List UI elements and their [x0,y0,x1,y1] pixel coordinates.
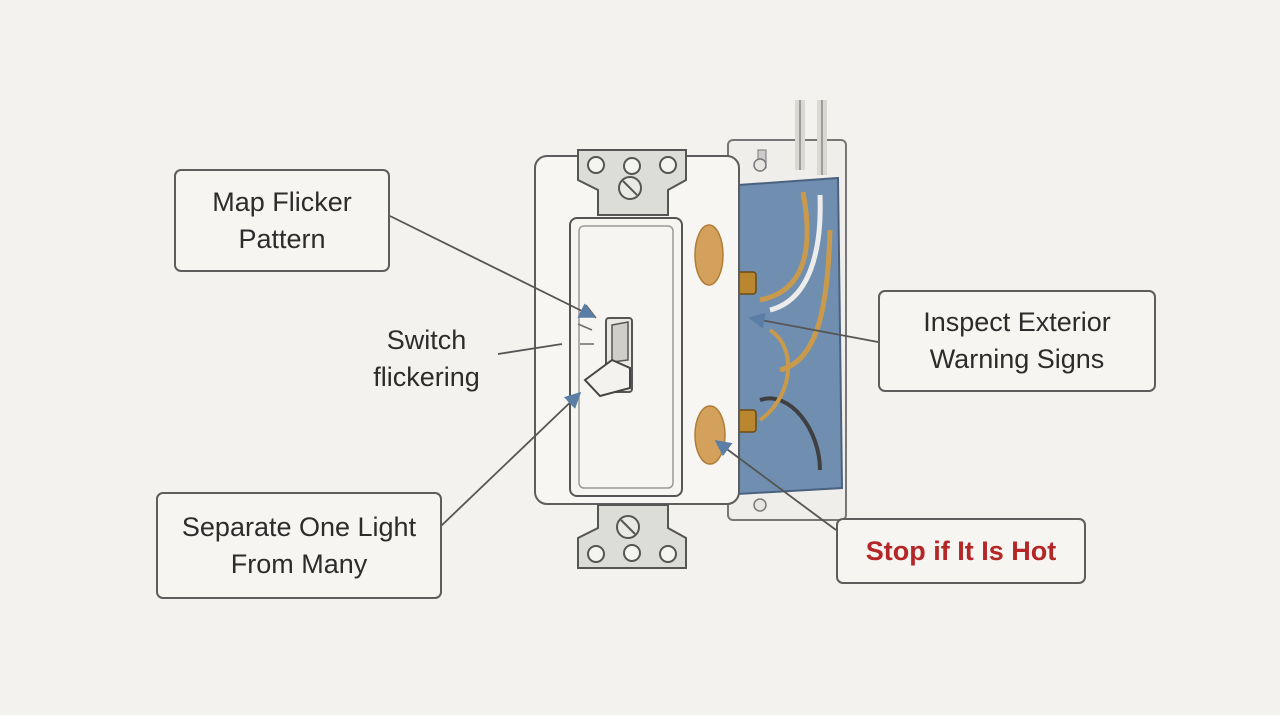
arrow-icon [714,440,837,531]
callout-text: Separate One Light From Many [181,511,417,579]
arrow-icon [389,215,596,318]
callout-inspect-exterior-warning-signs: Inspect Exterior Warning Signs [878,290,1156,392]
label-leader-line [497,343,563,355]
arrow-icon [440,391,582,527]
warning-text: Stop if It Is Hot [865,535,1057,566]
callout-map-flicker-pattern: Map Flicker Pattern [174,169,390,272]
toggle-switch-icon [577,304,633,398]
mounting-strap [577,149,687,569]
junction-box-icon [727,100,847,521]
callout-text: Inspect Exterior Warning Signs [923,307,1111,374]
arrow-icon [748,312,879,343]
callout-stop-if-hot: Stop if It Is Hot [836,518,1086,584]
heat-spot-icon [694,224,724,286]
callout-text: Map Flicker Pattern [212,186,352,254]
heat-spot-icon [694,405,726,465]
label-switch-flickering: Switch flickering [373,325,480,392]
callout-separate-one-light: Separate One Light From Many [156,492,442,599]
